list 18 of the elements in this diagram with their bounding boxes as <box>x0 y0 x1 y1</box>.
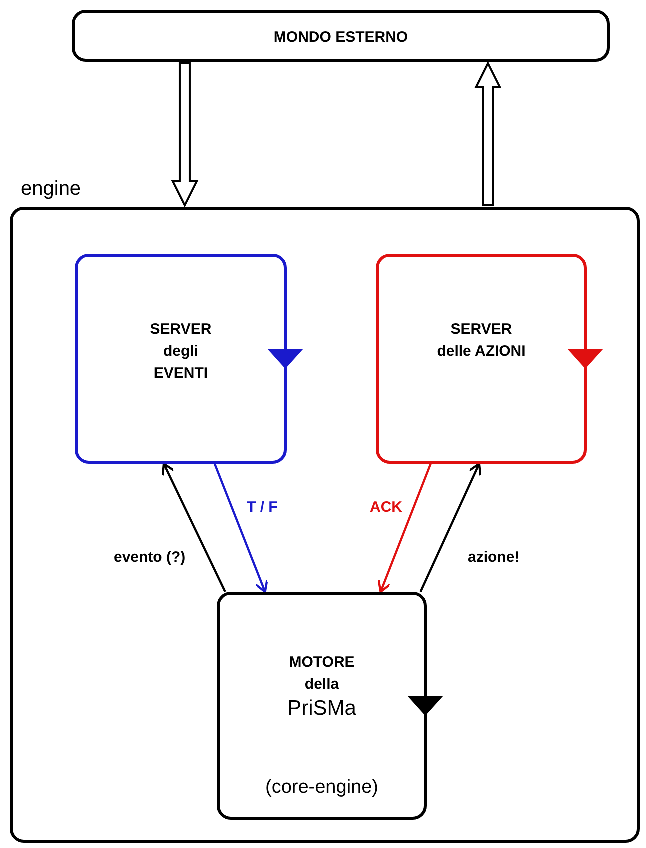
node-text: MOTORE della <box>288 653 356 695</box>
process-box <box>75 254 287 464</box>
process-box <box>217 592 427 820</box>
node-text: MONDO ESTERNO <box>272 28 410 48</box>
arrow <box>214 464 268 594</box>
arrow <box>378 464 432 594</box>
process-box <box>376 254 587 464</box>
container-heading: engine <box>21 178 82 201</box>
node-text: SERVER delle AZIONI <box>436 320 526 362</box>
node-text: SERVER degli EVENTI <box>149 320 213 384</box>
hollow-arrow <box>474 61 502 206</box>
arrow <box>162 462 226 592</box>
process-box <box>72 10 610 62</box>
node-text: PriSMa <box>286 697 358 721</box>
arrow <box>420 462 482 592</box>
edge-label: evento (?) <box>112 548 188 568</box>
node-text: (core-engine) <box>264 777 380 799</box>
hollow-arrow <box>171 62 199 208</box>
